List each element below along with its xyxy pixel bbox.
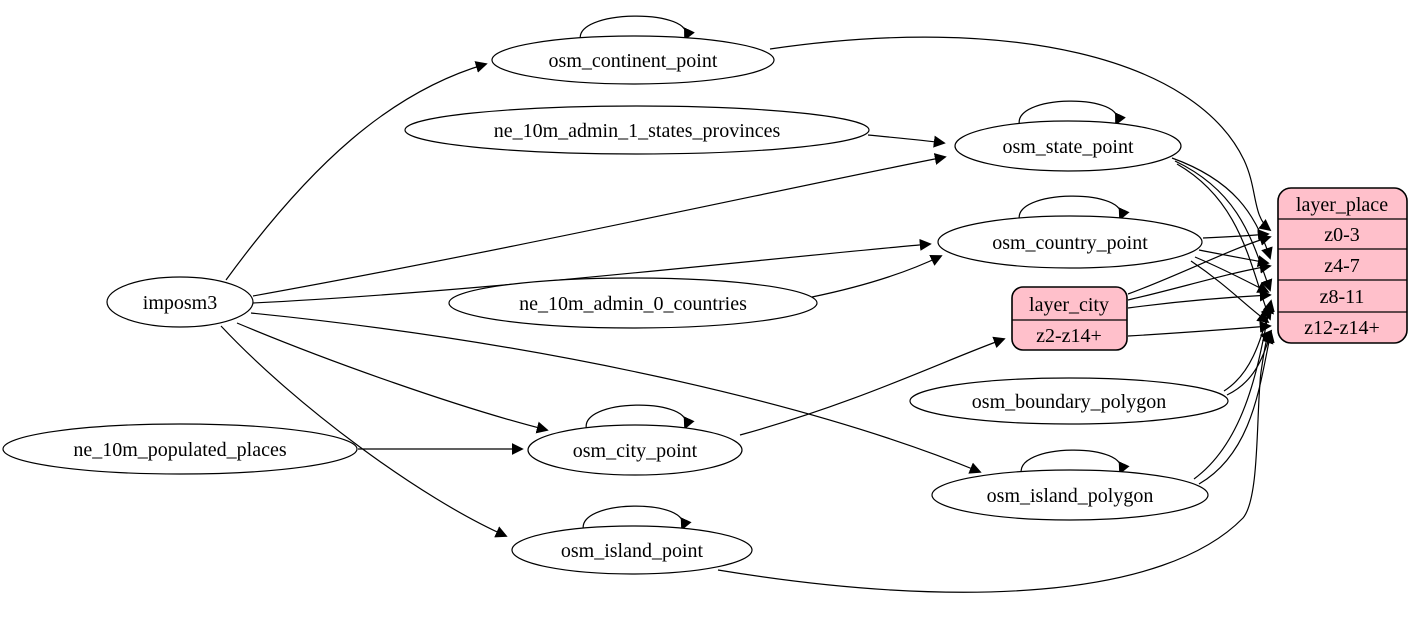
layer-city-rect <box>1011 286 1128 351</box>
edge-imposm3-osm-island-polygon <box>250 312 982 474</box>
node-osm-country-point: osm_country_point <box>937 215 1203 269</box>
node-ne-10m-admin-1-states-provinces: ne_10m_admin_1_states_provinces <box>404 105 870 155</box>
osm-country-point-label: osm_country_point <box>992 232 1148 254</box>
layer-city-title: layer_city <box>1029 294 1109 316</box>
edge-layer-city-layer-place-z4-7 <box>1127 261 1272 301</box>
edge-osm-country-point-layer-place-z8-11 <box>1194 256 1270 293</box>
osm-island-point-label: osm_island_point <box>561 540 704 562</box>
ne-10m-admin-0-countries-label: ne_10m_admin_0_countries <box>519 293 747 315</box>
edge-layer-city-layer-place-z12-z14 <box>1127 320 1272 337</box>
osm-state-point-label: osm_state_point <box>1002 136 1134 158</box>
ne-10m-populated-places-label: ne_10m_populated_places <box>73 439 286 461</box>
node-osm-boundary-polygon: osm_boundary_polygon <box>909 377 1229 425</box>
node-ne-10m-populated-places: ne_10m_populated_places <box>2 423 358 475</box>
osm-continent-point-label: osm_continent_point <box>549 50 718 72</box>
record-layer-place: layer_place z0-3 z4-7 z8-11 z12-z14+ <box>1277 187 1408 344</box>
layer-place-row-z12-z14: z12-z14+ <box>1304 317 1380 339</box>
layer-place-row-z0-3: z0-3 <box>1324 224 1360 246</box>
edge-imposm3-osm-country-point <box>252 238 932 304</box>
layer-place-title: layer_place <box>1296 194 1388 216</box>
edge-imposm3-osm-continent-point <box>225 61 488 281</box>
edge-ne-10m-admin-1-osm-state-point <box>867 134 946 148</box>
edge-layer-city-layer-place-z0-3 <box>1127 234 1272 295</box>
edge-osm-city-point-layer-city-z2-z14 <box>739 336 1006 436</box>
osm-city-point-ellipse <box>527 424 743 476</box>
imposm3-label: imposm3 <box>143 292 217 314</box>
osm-country-point-ellipse <box>937 215 1203 269</box>
node-osm-city-point: osm_city_point <box>527 424 743 476</box>
node-osm-island-polygon: osm_island_polygon <box>931 469 1209 521</box>
edge-osm-country-point-layer-place-z12-z14 <box>1190 260 1270 324</box>
self-loop-osm-state-point <box>1018 100 1126 128</box>
edge-osm-island-polygon-layer-place-z8-11 <box>1193 299 1275 480</box>
osm-boundary-polygon-ellipse <box>909 377 1229 425</box>
ne-10m-admin-1-states-provinces-ellipse <box>404 105 870 155</box>
self-loop-osm-continent-point <box>579 15 695 43</box>
osm-island-polygon-label: osm_island_polygon <box>987 485 1154 507</box>
self-loop-osm-island-point <box>582 505 692 533</box>
osm-continent-point-ellipse <box>491 35 775 85</box>
edge-imposm3-osm-state-point <box>252 153 947 297</box>
osm-island-polygon-ellipse <box>931 469 1209 521</box>
edge-imposm3-osm-island-point <box>220 325 508 538</box>
edge-osm-boundary-polygon-layer-place-z8-11 <box>1223 301 1274 392</box>
osm-island-point-ellipse <box>511 525 753 575</box>
layer-place-row-z8-11: z8-11 <box>1320 286 1365 308</box>
edge-osm-island-polygon-layer-place-z12-z14 <box>1198 330 1275 485</box>
edge-osm-state-point-layer-place-z8-11 <box>1174 160 1273 292</box>
edge-layer-city-layer-place-z8-11 <box>1127 289 1272 309</box>
ne-10m-admin-0-countries-ellipse <box>448 277 818 329</box>
osm-city-point-label: osm_city_point <box>573 440 698 462</box>
ne-10m-admin-1-states-provinces-label: ne_10m_admin_1_states_provinces <box>494 120 781 142</box>
edge-osm-continent-point-layer-place-z0-3 <box>769 36 1272 232</box>
node-osm-continent-point: osm_continent_point <box>491 35 775 85</box>
osm-boundary-polygon-label: osm_boundary_polygon <box>972 391 1166 413</box>
ne-10m-populated-places-ellipse <box>2 423 358 475</box>
self-loop-osm-country-point <box>1018 195 1130 223</box>
imposm3-ellipse <box>106 276 254 328</box>
layer-place-rect <box>1277 187 1408 344</box>
node-osm-island-point: osm_island_point <box>511 525 753 575</box>
edge-osm-country-point-layer-place-z0-3 <box>1202 229 1270 241</box>
layer-city-row-z2-z14: z2-z14+ <box>1036 325 1102 347</box>
edge-group <box>220 15 1275 593</box>
node-osm-state-point: osm_state_point <box>954 120 1182 172</box>
edge-ne-10m-admin-0-osm-country-point <box>811 255 943 298</box>
node-imposm3: imposm3 <box>106 276 254 328</box>
osm-state-point-ellipse <box>954 120 1182 172</box>
self-loop-osm-city-point <box>585 404 695 432</box>
self-loop-osm-island-polygon <box>1020 449 1130 477</box>
node-ne-10m-admin-0-countries: ne_10m_admin_0_countries <box>448 277 818 329</box>
edge-imposm3-osm-city-point <box>236 322 549 434</box>
layer-place-row-z4-7: z4-7 <box>1324 255 1360 277</box>
record-layer-city: layer_city z2-z14+ <box>1011 286 1128 351</box>
edge-osm-island-point-layer-place-z12-z14 <box>717 329 1273 593</box>
